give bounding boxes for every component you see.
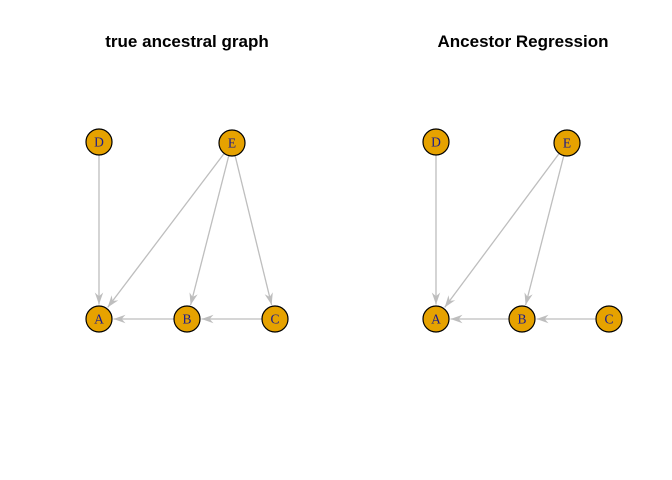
edge-E-B — [524, 155, 565, 306]
node-C — [261, 305, 289, 333]
node-B — [508, 305, 536, 333]
node-D — [422, 128, 450, 156]
edge-E-A — [444, 153, 560, 308]
node-B — [173, 305, 201, 333]
right-panel-title: Ancestor Regression — [437, 32, 609, 51]
left-panel-title: true ancestral graph — [105, 32, 269, 51]
node-A — [85, 305, 113, 333]
node-C — [595, 305, 623, 333]
node-E — [553, 129, 581, 157]
edge-E-C — [234, 155, 273, 306]
node-A — [422, 305, 450, 333]
node-E — [218, 129, 246, 157]
edge-E-A — [107, 153, 225, 308]
node-D — [85, 128, 113, 156]
edge-E-B — [189, 155, 230, 306]
